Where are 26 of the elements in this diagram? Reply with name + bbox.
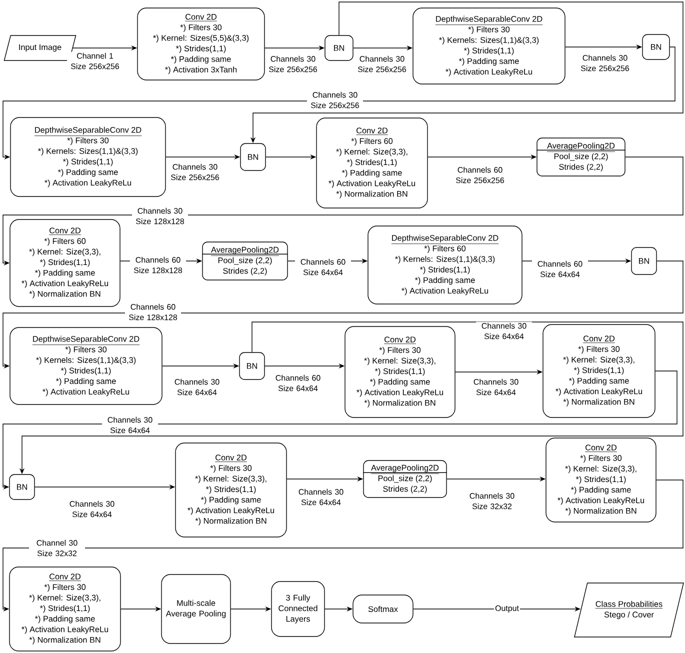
layer-box: DepthwiseSeparableConv 2D *) Filters 30 *) Kernels: Sizes(1,1)&(3,3) *) Strides(1,1) *) Padding same *) Activation LeakyReLu bbox=[10, 327, 162, 405]
layer-box: Conv 2D *) Filters 30 *) Kernel: Size(3,3), *) Strides(1,1) *) Padding same *) Activation LeakyReLu *) Normalization BN bbox=[175, 442, 287, 538]
layer-box: Conv 2D *) Filters 30 *) Kernel: Size(3,3), *) Strides(1,1) *) Padding same *) Activation LeakyReLu *) Normalization BN bbox=[546, 438, 656, 522]
layer-box: DepthwiseSeparableConv 2D *) Filters 30 *) Kernels: Sizes(1,1)&(3,3) *) Strides(1,1) *) Padding same *) Activation LeakyReLu bbox=[412, 8, 566, 84]
layer-box: AveragePooling2D Pool_size (2,2) Strides (2,2) bbox=[362, 460, 448, 498]
layer-box: Conv 2D *) Filters 60 *) Kernel: Size(3,3), *) Strides(1,1) *) Padding same *) Activation LeakyReLu *) Normalization BN bbox=[316, 118, 428, 208]
layer-box: DepthwiseSeparableConv 2D *) Filters 60 *) Kernels: Sizes(1,1)&(3,3) *) Strides(1,1) *) Padding same *) Activation LeakyReLu bbox=[368, 226, 522, 304]
layer-box: Conv 2D *) Filters 30 *) Kernel: Sizes(5,5)&(3,3) *) Strides(1,1) *) Padding same *) Activation 3xTanh bbox=[137, 8, 265, 80]
layer-box: BN bbox=[239, 352, 265, 380]
layer-box: BN bbox=[631, 247, 657, 275]
layer-box: Softmax bbox=[352, 594, 414, 624]
layer-box: AveragePooling2D Pool_size (2,2) Strides (2,2) bbox=[202, 242, 288, 280]
layer-box: BN bbox=[9, 474, 35, 500]
data-parallelogram: Class Probabilities Stego / Cover bbox=[574, 582, 684, 638]
layer-box: 3 Fully Connected Layers bbox=[271, 581, 325, 637]
layer-box: DepthwiseSeparableConv 2D *) Filters 30 *) Kernels: Sizes(1,1)&(3,3) *) Strides(1,1) *) Padding same *) Activation LeakyReLu bbox=[10, 117, 166, 197]
layer-box: AveragePooling2D Pool_size (2,2) Strides (2,2) bbox=[536, 138, 626, 176]
layer-box: Multi-scale Average Pooling bbox=[161, 574, 231, 644]
layer-box: BN bbox=[240, 143, 266, 171]
data-parallelogram: Input Image bbox=[4, 35, 76, 61]
layer-box: Conv 2D *) Filters 60 *) Kernel: Size(3,3), *) Strides(1,1) *) Padding same *) Activation LeakyReLu *) Normalization BN bbox=[10, 219, 120, 307]
layer-box: Conv 2D *) Filters 30 *) Kernel: Size(3,3), *) Strides(1,1) *) Padding same *) Activation LeakyReLu *) Normalization BN bbox=[542, 324, 656, 418]
layer-box: Conv 2D *) Filters 30 *) Kernel: Size(3,3), *) Strides(1,1) *) Padding same *) Activation LeakyReLu *) Normalization BN bbox=[9, 566, 121, 652]
layer-box: BN bbox=[642, 34, 670, 60]
layer-box: Conv 2D *) Filters 30 *) Kernel: Size(3,3), *) Strides(1,1) *) Padding same *) Activation LeakyReLu *) Normalization BN bbox=[344, 326, 456, 418]
layer-box: BN bbox=[324, 35, 354, 61]
